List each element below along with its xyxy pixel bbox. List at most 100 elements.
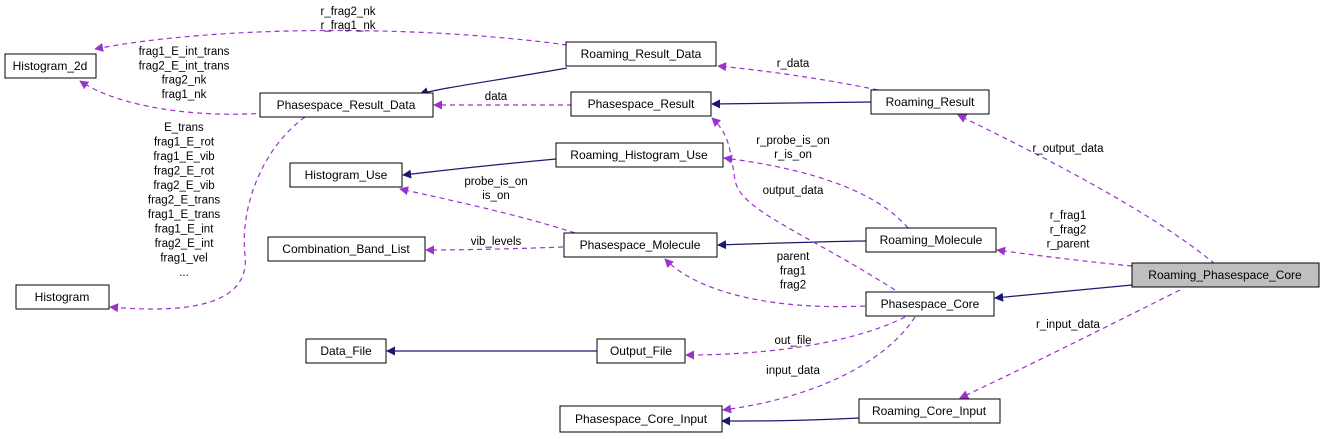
edge-label-rrd-to-histogram-2d: r_frag2_nk r_frag1_nk (321, 6, 376, 32)
edge-label-line: r_probe_is_on (756, 135, 830, 147)
edge-label-line: r_parent (1047, 239, 1091, 251)
svg-text:Phasespace_Result_Data: Phasespace_Result_Data (277, 98, 416, 112)
edge-label-rpc-to-roaming-core-input: r_input_data (1036, 319, 1101, 331)
svg-text:Histogram_Use: Histogram_Use (305, 168, 388, 182)
edge-rpc-to-roaming-result (957, 114, 1216, 265)
svg-text:Phasespace_Core: Phasespace_Core (881, 297, 980, 311)
svg-text:Combination_Band_List: Combination_Band_List (282, 242, 410, 256)
edge-label-line: r_frag1_nk (321, 20, 376, 32)
edge-label-line: frag2_E_rot (154, 166, 215, 178)
edge-label-line: r_data (777, 58, 810, 70)
svg-text:Phasespace_Result: Phasespace_Result (588, 97, 695, 111)
edge-label-line: frag1_E_trans (148, 209, 220, 221)
edge-label-line: data (485, 91, 508, 103)
edge-phasespace-core-to-output-file (685, 316, 906, 360)
node-phasespace-result[interactable]: Phasespace_Result (570, 91, 712, 117)
node-data-file[interactable]: Data_File (305, 338, 387, 364)
edge-phasespace-core-to-phasespace-result (711, 117, 896, 291)
svg-text:Phasespace_Core_Input: Phasespace_Core_Input (575, 412, 708, 426)
edge-label-line: r_output_data (1033, 143, 1105, 155)
edge-label-line: out_file (774, 335, 811, 347)
node-roaming-phasespace-core[interactable]: Roaming_Phasespace_Core (1131, 262, 1320, 288)
edge-label-line: frag2_E_vib (153, 180, 214, 192)
edge-label-line: frag1_vel (160, 253, 207, 265)
node-phasespace-result-data[interactable]: Phasespace_Result_Data (259, 92, 434, 118)
edge-rrd-to-histogram-2d (94, 29, 568, 52)
edge-label-prd-to-histogram-2d: frag1_E_int_trans frag2_E_int_trans frag2_… (139, 46, 230, 101)
edge-label-line: r_frag2_nk (321, 6, 376, 18)
edge-roaming-result-data-to-phasespace-result-data (419, 67, 568, 96)
node-combination-band-list[interactable]: Combination_Band_List (267, 236, 426, 262)
svg-text:Roaming_Molecule: Roaming_Molecule (880, 233, 983, 247)
edge-roaming-molecule-to-rhu (723, 154, 909, 229)
edge-phasespace-core-to-phasespace-molecule (664, 258, 866, 308)
edge-label-line: output_data (763, 185, 824, 197)
node-histogram[interactable]: Histogram (15, 284, 110, 310)
edge-phasespace-core-to-pci (722, 316, 916, 414)
edge-label-phasespace-core-to-pci: input_data (766, 365, 820, 377)
edge-roaming-result-to-phasespace-result (711, 99, 872, 109)
edge-label-line: probe_is_on (464, 176, 527, 188)
node-phasespace-core[interactable]: Phasespace_Core (865, 291, 995, 317)
svg-text:Phasespace_Molecule: Phasespace_Molecule (580, 238, 701, 252)
svg-text:Roaming_Result_Data: Roaming_Result_Data (581, 47, 702, 61)
edge-prd-to-histogram (109, 116, 306, 313)
edge-label-line: frag1_E_rot (154, 137, 215, 149)
node-output-file[interactable]: Output_File (596, 338, 686, 364)
edge-roaming-core-input-to-phasespace-core-input (721, 416, 861, 426)
edge-label-line: frag2_E_trans (148, 195, 220, 207)
node-phasespace-molecule[interactable]: Phasespace_Molecule (563, 232, 718, 258)
edge-label-line: frag1_nk (162, 89, 207, 101)
edge-rpc-to-roaming-core-input (959, 289, 1181, 399)
edge-phasespace-molecule-to-cbl (425, 245, 564, 255)
edge-label-line: frag2_nk (162, 75, 207, 87)
edge-label-line: r_frag1 (1050, 210, 1086, 222)
node-roaming-molecule[interactable]: Roaming_Molecule (865, 227, 997, 253)
edge-label-line: frag2 (780, 280, 806, 292)
svg-text:Roaming_Core_Input: Roaming_Core_Input (872, 404, 987, 418)
edge-phasespace-molecule-to-histogram-use (399, 186, 576, 234)
edge-roaming-phasespace-core-to-phasespace-core (994, 284, 1133, 302)
edge-prd-to-histogram-2d (79, 80, 266, 115)
node-roaming-result[interactable]: Roaming_Result (870, 89, 990, 115)
svg-text:Data_File: Data_File (320, 344, 372, 358)
edge-roaming-histogram-use-to-histogram-use (402, 158, 557, 179)
edge-label-line: frag1_E_vib (153, 151, 214, 163)
edge-roaming-molecule-to-phasespace-molecule (717, 240, 867, 250)
edge-label-phasespace-molecule-to-cbl: vib_levels (471, 236, 522, 248)
edge-label-line: ... (179, 267, 189, 279)
svg-text:Roaming_Histogram_Use: Roaming_Histogram_Use (570, 148, 708, 162)
edge-label-line: frag2_E_int (155, 238, 215, 250)
edge-label-roaming-result-to-rrd: r_data (777, 58, 810, 70)
edge-rpc-to-roaming-molecule (996, 246, 1133, 267)
node-histogram-2d[interactable]: Histogram_2d (4, 53, 97, 79)
edge-label-roaming-molecule-to-rhu: r_probe_is_onr_is_on (756, 135, 830, 161)
edge-label-phasespace-core-to-phasespace-result: output_data (763, 185, 824, 197)
edge-label-line: frag1_E_int (155, 224, 215, 236)
edge-label-phasespace-result-to-prd: data (485, 91, 508, 103)
node-phasespace-core-input[interactable]: Phasespace_Core_Input (559, 405, 723, 433)
edge-label-line: r_frag2 (1050, 224, 1086, 236)
edge-label-line: input_data (766, 365, 820, 377)
edge-label-line: frag1_E_int_trans (139, 46, 230, 58)
edge-label-line: is_on (482, 190, 510, 202)
node-roaming-result-data[interactable]: Roaming_Result_Data (565, 41, 717, 67)
svg-text:Histogram_2d: Histogram_2d (13, 59, 88, 73)
edge-label-prd-to-histogram: E_trans frag1_E_rot frag1_E_vib frag2_E_rot… (148, 122, 220, 279)
edge-label-line: vib_levels (471, 236, 522, 248)
svg-text:Histogram: Histogram (35, 290, 90, 304)
edge-label-line: parent (777, 251, 810, 263)
edge-label-phasespace-core-to-output-file: out_file (774, 335, 811, 347)
edge-label-line: E_trans (164, 122, 204, 134)
node-histogram-use[interactable]: Histogram_Use (289, 162, 403, 188)
edge-label-line: frag2_E_int_trans (139, 60, 230, 72)
svg-text:Roaming_Result: Roaming_Result (886, 95, 975, 109)
edge-roaming-result-to-rrd (717, 62, 879, 91)
node-roaming-core-input[interactable]: Roaming_Core_Input (858, 398, 1001, 424)
edge-label-phasespace-molecule-to-histogram-use: probe_is_on is_on (464, 176, 527, 202)
edge-label-rpc-to-roaming-result: r_output_data (1033, 143, 1105, 155)
node-roaming-histogram-use[interactable]: Roaming_Histogram_Use (555, 142, 724, 168)
